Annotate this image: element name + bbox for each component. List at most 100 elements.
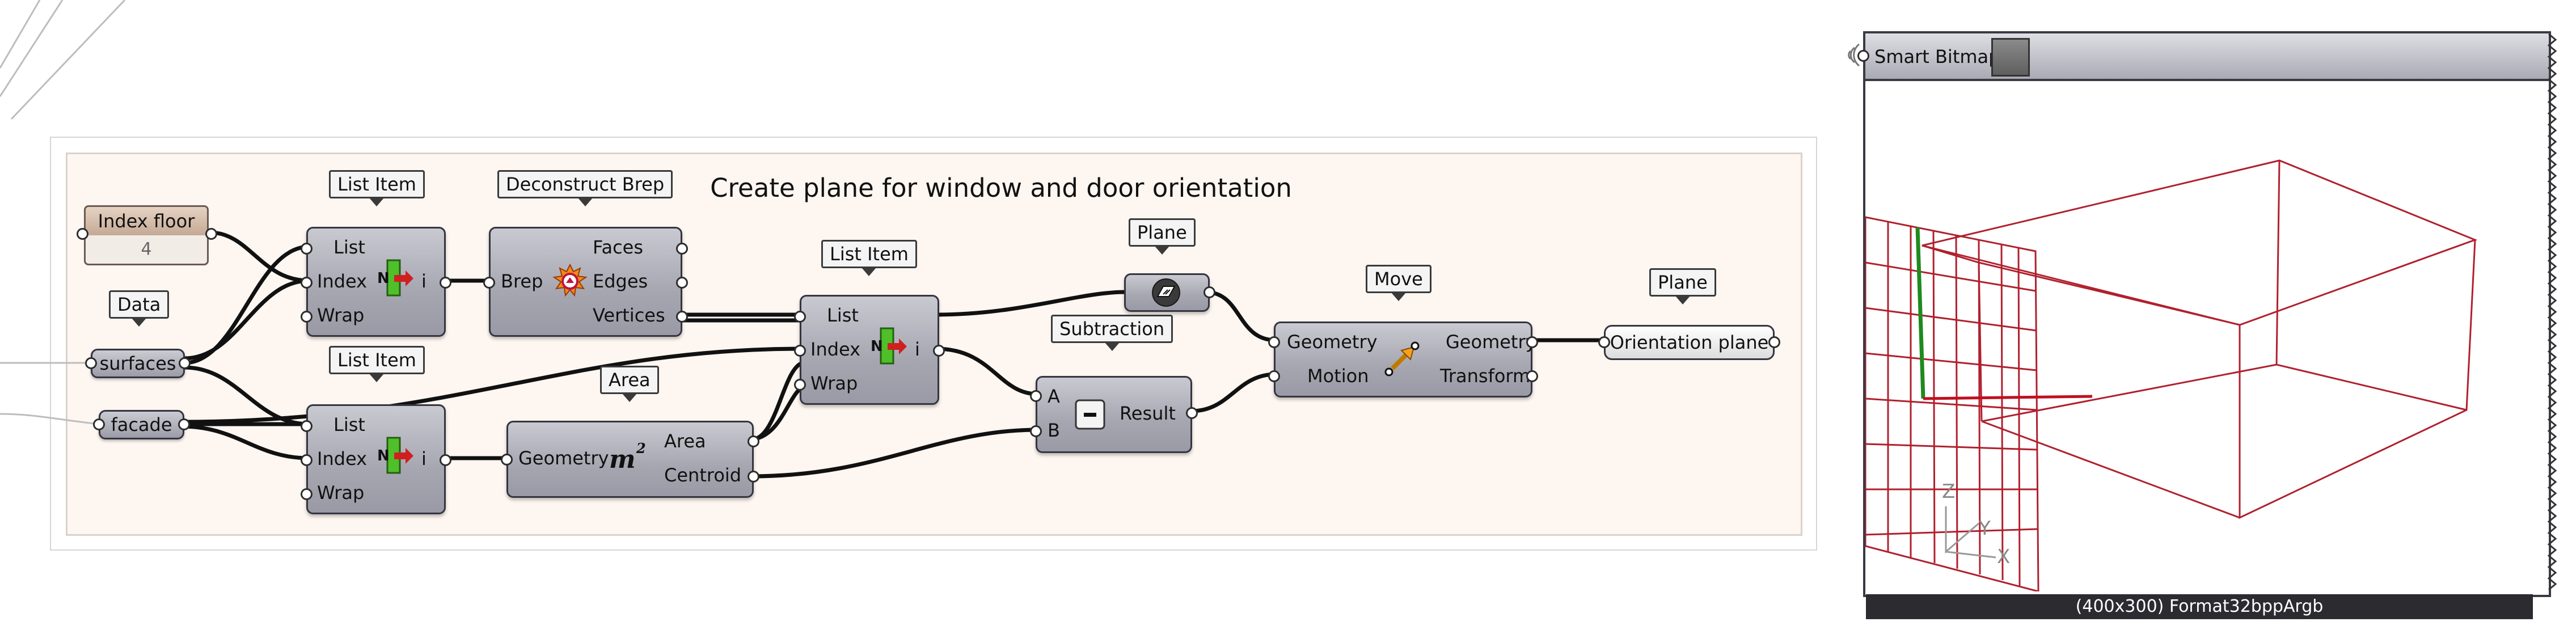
smart-bitmap-input-port[interactable] (1857, 50, 1869, 62)
move-motion-port[interactable] (1268, 370, 1280, 382)
zigzag-output-edge (2547, 34, 2557, 591)
list-item-2-list-label: List (333, 414, 365, 435)
area-component[interactable]: Geometry Area Centroid m 2 (506, 421, 754, 498)
axis-gizmo (1945, 506, 1996, 559)
move-motion-label: Motion (1307, 365, 1369, 387)
deconstruct-brep-vertices-label: Vertices (593, 304, 665, 326)
surfaces-input-port[interactable] (85, 357, 97, 369)
axis-label-z: Z (1942, 480, 1955, 503)
deconstruct-brep-edges-port[interactable] (676, 277, 688, 289)
list-item-icon: N (871, 327, 907, 365)
area-area-label: Area (664, 430, 706, 452)
list-item-2-index-port[interactable] (301, 454, 313, 466)
list-item-3-wrap-port[interactable] (794, 379, 806, 391)
list-item-3-list-port[interactable] (794, 311, 806, 323)
deconstruct-brep-input-label: Brep (501, 270, 543, 292)
deconstruct-brep-vertices-port[interactable] (676, 311, 688, 323)
list-item-3-component[interactable]: List Index Wrap i N (800, 295, 939, 405)
orientation-plane-param[interactable]: Orientation plane (1604, 325, 1775, 360)
list-item-3-index-label: Index (810, 339, 861, 360)
room-wireframe (1922, 159, 2478, 519)
smart-bitmap-component[interactable]: Smart Bitmap Z Y X (1863, 31, 2551, 597)
deconstruct-brep-component[interactable]: Brep Faces Edges Vertices (489, 227, 682, 337)
index-floor-value[interactable]: 4 (84, 235, 209, 265)
plane-icon (1152, 278, 1180, 307)
svg-text:N: N (377, 447, 390, 464)
wireless-receiver-icon (1848, 43, 1860, 67)
svg-text:N: N (871, 338, 883, 355)
area-m2-icon: m 2 (609, 440, 646, 473)
surfaces-param[interactable]: surfaces (91, 349, 185, 378)
bitmap-thumbnail-icon[interactable] (1991, 38, 2030, 77)
area-tooltip: Area (600, 366, 659, 402)
list-item-2-output-port[interactable] (440, 454, 451, 466)
bitmap-preview: Z Y X (1865, 159, 2478, 591)
list-item-1-wrap-port[interactable] (301, 311, 313, 323)
list-item-1-tooltip: List Item (329, 170, 425, 206)
list-item-1-index-port[interactable] (301, 277, 313, 289)
move-tooltip: Move (1366, 265, 1431, 301)
deconstruct-brep-faces-label: Faces (593, 236, 644, 258)
move-geometry-input-port[interactable] (1268, 336, 1280, 348)
move-component[interactable]: Geometry Motion Geometry Transform (1274, 322, 1536, 397)
list-item-2-wrap-label: Wrap (317, 482, 365, 504)
index-floor-output-port[interactable] (205, 228, 217, 240)
list-item-2-index-label: Index (317, 448, 368, 469)
list-item-1-output-label: i (421, 270, 426, 292)
area-input-port[interactable] (501, 454, 513, 466)
list-item-2-wrap-port[interactable] (301, 488, 313, 500)
svg-text:N: N (377, 270, 390, 287)
subtraction-result-port[interactable] (1186, 407, 1198, 419)
axis-label-y: Y (1978, 517, 1991, 540)
list-item-icon: N (377, 437, 413, 474)
facade-input-port[interactable] (93, 418, 105, 430)
subtraction-b-port[interactable] (1030, 425, 1042, 437)
area-area-port[interactable] (748, 435, 759, 447)
plane-1-output-port[interactable] (1203, 286, 1215, 298)
list-item-3-output-label: i (915, 339, 920, 360)
area-centroid-port[interactable] (748, 471, 759, 483)
area-geometry-label: Geometry (518, 447, 609, 469)
move-geometry-output-port[interactable] (1526, 336, 1538, 348)
list-item-1-output-port[interactable] (440, 277, 451, 289)
list-item-1-wrap-label: Wrap (317, 304, 365, 326)
svg-text:2: 2 (636, 440, 646, 456)
list-item-2-list-port[interactable] (301, 420, 313, 432)
subtraction-result-label: Result (1120, 403, 1176, 424)
list-item-3-output-port[interactable] (933, 345, 945, 357)
axis-label-x: X (1997, 545, 2010, 568)
move-transform-port[interactable] (1526, 370, 1538, 382)
list-item-1-list-port[interactable] (301, 243, 313, 255)
minus-icon (1075, 399, 1105, 430)
subtraction-a-label: A (1048, 386, 1060, 407)
move-geometry-output-label: Geometry (1446, 331, 1536, 353)
list-item-1-list-label: List (333, 236, 365, 258)
list-item-2-component[interactable]: List Index Wrap i N (306, 404, 446, 514)
orientation-plane-output-port[interactable] (1768, 336, 1780, 348)
move-transform-label: Transform (1440, 365, 1531, 387)
list-item-3-tooltip: List Item (821, 240, 917, 276)
index-floor-input-port[interactable] (77, 228, 88, 240)
data-tooltip: Data (109, 290, 170, 327)
surfaces-output-port[interactable] (179, 357, 191, 369)
offscreen-wires (0, 0, 126, 425)
facade-output-port[interactable] (178, 418, 190, 430)
green-axis-line (1915, 227, 1925, 399)
plane-1-component[interactable] (1124, 273, 1210, 312)
red-axis-line (1923, 395, 2093, 400)
list-item-3-index-port[interactable] (794, 345, 806, 357)
plane-1-tooltip: Plane (1129, 218, 1196, 255)
smart-bitmap-header[interactable]: Smart Bitmap (1865, 33, 2549, 81)
list-item-1-index-label: Index (317, 270, 368, 292)
facade-param[interactable]: facade (99, 410, 184, 439)
deconstruct-brep-faces-port[interactable] (676, 243, 688, 255)
connection-wires (181, 230, 1608, 479)
move-geometry-input-label: Geometry (1287, 331, 1378, 353)
deconstruct-brep-input-port[interactable] (483, 277, 495, 289)
subtraction-component[interactable]: A B Result (1036, 376, 1192, 453)
group-title: Create plane for window and door orienta… (710, 173, 1292, 203)
subtraction-a-port[interactable] (1030, 390, 1042, 402)
list-item-1-component[interactable]: List Index Wrap i N (306, 227, 446, 337)
orientation-plane-input-port[interactable] (1598, 336, 1610, 348)
index-floor-slider[interactable]: Index floor 4 (84, 205, 209, 268)
